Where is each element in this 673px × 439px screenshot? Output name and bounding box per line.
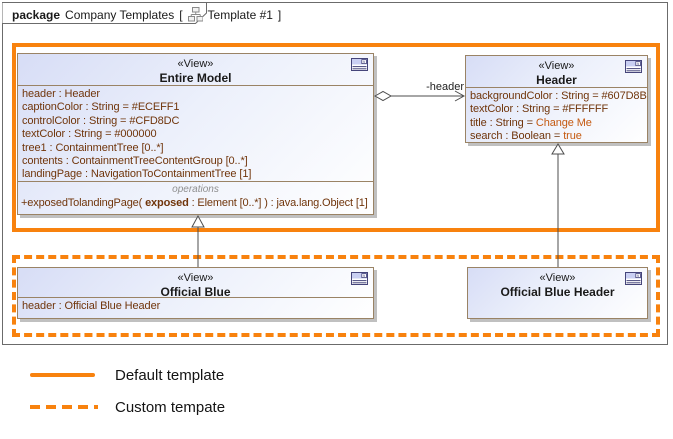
stereotype-label: «View» (538, 60, 575, 72)
stereotype-label: «View» (177, 58, 214, 70)
operations-compartment: operations +exposedTolandingPage( expose… (18, 181, 373, 215)
bracket-close: ] (277, 7, 282, 22)
attribute-row: captionColor : String = #ECEFF1 (22, 101, 180, 114)
view-stereotype-icon: v (625, 60, 642, 73)
class-entire-model[interactable]: «View» Entire Model v header : Header ca… (17, 53, 374, 215)
legend-solid-line (30, 373, 95, 377)
class-title-compartment: «View» Official Blue v (18, 268, 373, 299)
attribute-row: tree1 : ContainmentTree [0..*] (22, 141, 164, 154)
stereotype-label: «View» (177, 272, 214, 284)
association-role-label: -header (426, 81, 464, 93)
package-frame-tab[interactable]: package Company Templates [ Template #1 … (1, 2, 281, 24)
package-keyword: package (12, 7, 61, 22)
view-stereotype-icon: v (351, 58, 368, 71)
diagram-name: Template #1 (207, 7, 273, 22)
class-title-compartment: «View» Entire Model v (18, 54, 373, 86)
package-name: Company Templates (65, 7, 175, 22)
attribute-row: contents : ContainmentTreeContentGroup [… (22, 155, 248, 168)
class-name: Official Blue (160, 285, 231, 299)
class-official-blue[interactable]: «View» Official Blue v header : Official… (17, 267, 374, 319)
svg-text:v: v (363, 273, 366, 278)
custom-template-group-border[interactable] (12, 255, 660, 337)
view-stereotype-icon: v (625, 272, 642, 285)
class-title-compartment: «View» Official Blue Header v (468, 268, 647, 299)
attribute-row: backgroundColor : String = #607D8B (470, 90, 647, 102)
attribute-row: header : Header (22, 88, 100, 100)
attributes-compartment: backgroundColor : String = #607D8B textC… (466, 88, 647, 143)
attribute-row: header : Official Blue Header (22, 300, 161, 312)
legend-dashed-line (30, 405, 98, 409)
attributes-compartment: header : Official Blue Header (18, 298, 373, 319)
default-template-group-border[interactable] (12, 43, 660, 232)
class-header[interactable]: «View» Header v backgroundColor : String… (465, 55, 648, 143)
bracket-open: [ (179, 7, 183, 22)
class-name: Header (536, 73, 577, 87)
package-frame (2, 2, 668, 345)
class-name: Official Blue Header (500, 285, 615, 299)
legend-default-template-label: Default template (115, 367, 225, 384)
attributes-compartment: header : Header captionColor : String = … (18, 86, 373, 181)
class-official-blue-header[interactable]: «View» Official Blue Header v (467, 267, 648, 319)
class-diagram-icon (187, 7, 203, 22)
attribute-row: search : Boolean = true (470, 130, 582, 143)
stereotype-label: «View» (539, 272, 576, 284)
attribute-row: textColor : String = #000000 (22, 128, 157, 141)
package-header: package Company Templates [ Template #1 … (12, 7, 281, 22)
attribute-row: landingPage : NavigationToContainmentTre… (22, 168, 252, 181)
attribute-row: title : String = Change Me (470, 116, 592, 129)
operations-caption: operations (172, 184, 219, 195)
svg-text:v: v (637, 273, 640, 278)
view-stereotype-icon: v (351, 272, 368, 285)
svg-text:v: v (363, 59, 366, 64)
svg-text:v: v (637, 61, 640, 66)
operation-row: +exposedTolandingPage( exposed : Element… (21, 197, 368, 209)
class-title-compartment: «View» Header v (466, 56, 647, 88)
attribute-row: textColor : String = #FFFFFF (470, 103, 609, 116)
class-name: Entire Model (159, 71, 232, 85)
legend-custom-template-label: Custom tempate (115, 399, 226, 416)
attribute-row: controlColor : String = #CFD8DC (22, 114, 180, 127)
